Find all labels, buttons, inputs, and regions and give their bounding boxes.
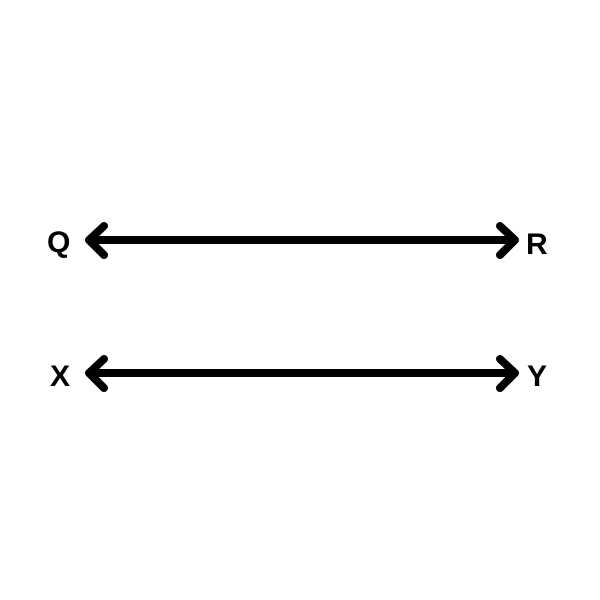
- point-label-y: Y: [527, 360, 547, 393]
- point-label-r: R: [526, 228, 548, 261]
- point-label-q: Q: [47, 226, 70, 259]
- line-xy-left-arrowhead: [85, 355, 108, 392]
- line-qr-right-arrowhead: [496, 222, 519, 259]
- line-xy: X Y: [50, 355, 547, 393]
- line-qr: Q R: [47, 222, 548, 261]
- point-label-x: X: [50, 360, 70, 393]
- line-qr-left-arrowhead: [85, 222, 108, 259]
- line-xy-right-arrowhead: [496, 355, 519, 392]
